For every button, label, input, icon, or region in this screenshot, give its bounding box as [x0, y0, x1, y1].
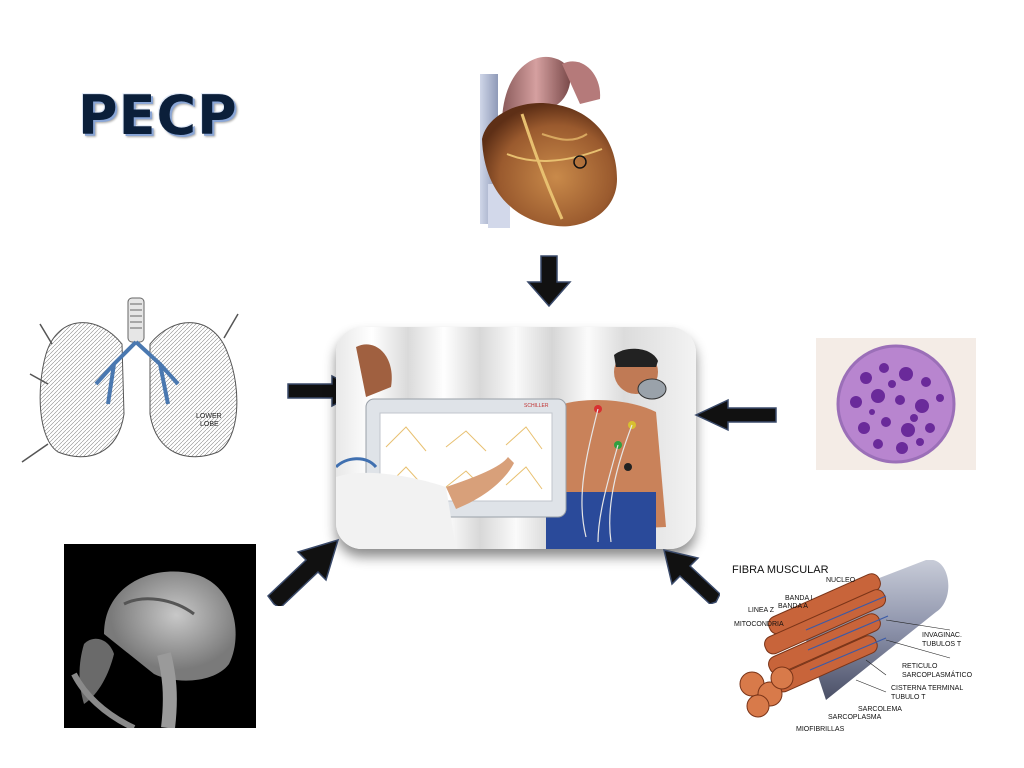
- label-sarcoplasmatico: SARCOPLASMÁTICO: [902, 672, 973, 679]
- label-linea-z: LINEA Z: [748, 607, 775, 614]
- label-tubulo-t: TUBULO T: [891, 694, 926, 701]
- arrow-down-icon: [526, 254, 572, 308]
- page-title: PECP: [78, 84, 238, 147]
- neutrophil-cell-image: [816, 338, 976, 470]
- muscle-fiber-title: FIBRA MUSCULAR: [732, 564, 829, 576]
- arrow-left-icon: [694, 398, 778, 432]
- label-sarcoplasma: SARCOPLASMA: [828, 714, 882, 721]
- cardiopulmonary-test-photo: SCHILLER: [336, 327, 696, 549]
- arrow-up-left-icon: [662, 548, 720, 604]
- lungs-label-1: LOWER: [196, 413, 222, 420]
- lungs-illustration: LOWER LOBE: [18, 294, 254, 470]
- label-nucleo: NUCLEO: [826, 577, 856, 584]
- monitor-brand: SCHILLER: [524, 403, 549, 409]
- muscle-fiber-diagram: [736, 559, 956, 740]
- arrow-up-right-icon: [266, 538, 340, 606]
- label-reticulo: RETICULO: [902, 663, 938, 670]
- lungs-label-2: LOBE: [200, 421, 219, 428]
- label-mitocondria: MITOCONDRIA: [734, 621, 784, 628]
- label-sarcolema: SARCOLEMA: [858, 706, 902, 713]
- label-tubulos-t: TUBULOS T: [922, 641, 962, 648]
- label-invaginac: INVAGINAC.: [922, 632, 962, 639]
- label-miofibrillas: MIOFIBRILLAS: [796, 726, 845, 733]
- label-cisterna-terminal: CISTERNA TERMINAL: [891, 685, 964, 692]
- label-banda-i: BANDA I: [785, 595, 813, 602]
- label-banda-a: BANDA A: [778, 603, 808, 610]
- brain-mri-image: [64, 544, 256, 731]
- heart-illustration: [462, 44, 622, 230]
